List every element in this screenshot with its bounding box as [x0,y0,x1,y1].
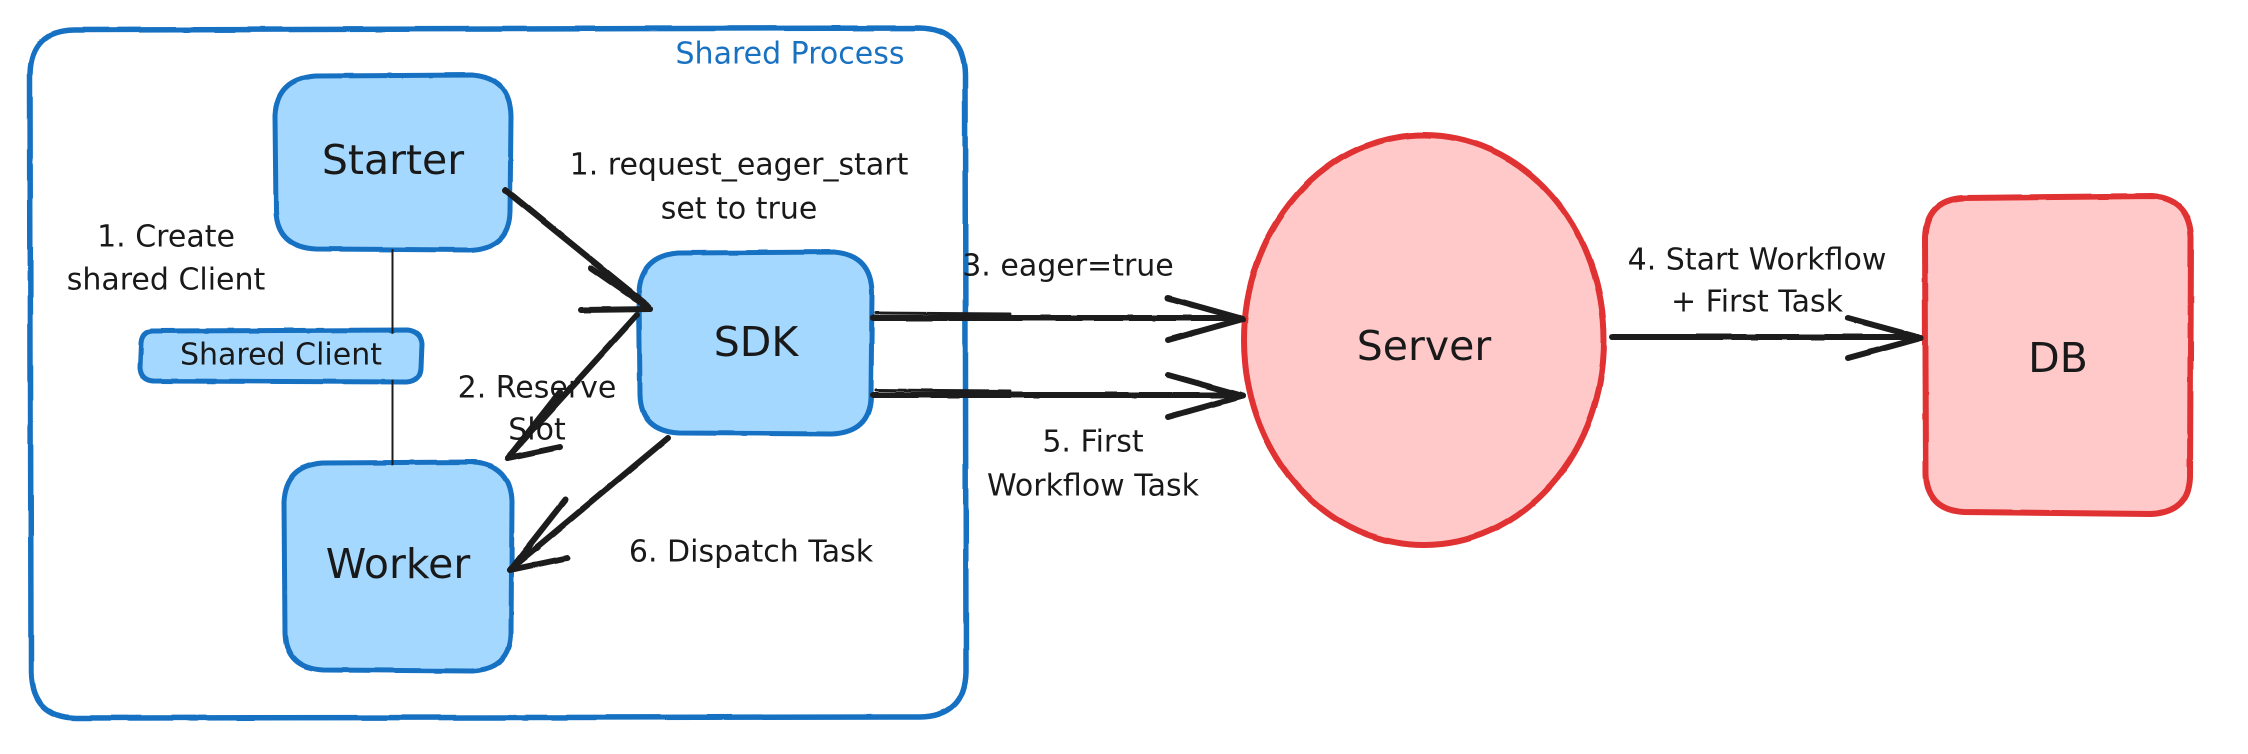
edge-label-first-workflow-task-line1: 5. First [1042,425,1144,460]
edge-request-eager-start-arrow [502,187,653,313]
edge-start-workflow-arrow [1609,315,1924,361]
sdk-label: SDK [714,318,800,366]
worker-label: Worker [326,540,471,588]
edge-first-workflow-task-arrow [870,372,1246,420]
edge-label-dispatch-task: 6. Dispatch Task [629,535,874,570]
edge-label-reserve-slot-line1: 2. Reserve [458,371,617,406]
edge-reserve-slot-arrow [505,312,640,461]
edge-label-create-shared-client-line1: 1. Create [97,220,235,255]
edge-label-request-eager-start-line2: set to true [661,192,818,227]
shared-process-label: Shared Process [676,37,905,72]
shared-process-container [27,25,969,721]
edge-label-request-eager-start-line1: 1. request_eager_start [570,148,909,183]
node-starter[interactable] [272,72,514,253]
node-db[interactable] [1922,193,2194,517]
edge-label-create-shared-client-line2: shared Client [67,263,266,298]
edge-create-shared-client-line [389,248,396,466]
edge-label-start-workflow-line1: 4. Start Workflow [1628,243,1887,278]
node-server[interactable] [1241,132,1607,548]
edge-label-first-workflow-task-line2: Workflow Task [987,469,1200,504]
edge-label-reserve-slot-line2: Slot [508,413,566,448]
edge-label-start-workflow-line2: + First Task [1671,285,1844,320]
edge-label-eager-true: 3. eager=true [962,249,1174,284]
starter-label: Starter [322,136,464,184]
node-shared-client[interactable] [137,327,425,385]
edge-eager-true-arrow [870,295,1246,343]
db-label: DB [2028,334,2088,382]
shared-client-label: Shared Client [180,338,382,373]
node-sdk[interactable] [636,249,875,437]
edge-dispatch-task-arrow [507,435,671,573]
server-label: Server [1357,322,1492,370]
node-worker[interactable] [281,459,515,674]
